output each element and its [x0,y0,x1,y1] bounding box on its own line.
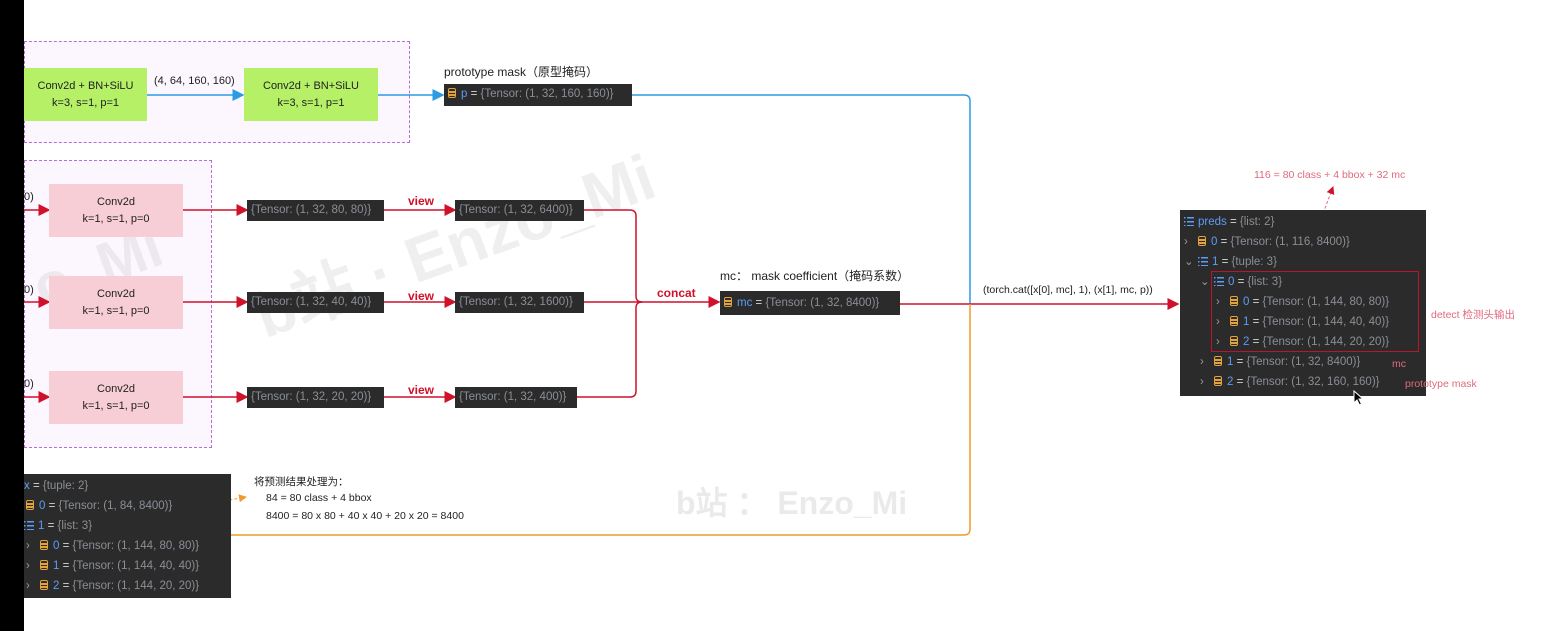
preds-row-1-0[interactable]: ⌄0 = {list: 3} [1184,272,1426,292]
conv2d-2-line2: k=1, s=1, p=0 [82,304,150,317]
conv2d-1-line1: Conv2d [97,195,135,208]
branch-tensor-2: {Tensor: (1, 32, 40, 40)} [247,292,384,313]
mc-var: mc [737,297,753,309]
pred-note-line2: 84 = 80 class + 4 bbox [266,492,372,504]
view-tensor-2: {Tensor: (1, 32, 1600)} [455,292,584,313]
conv2-line2: k=3, s=1, p=1 [277,96,345,109]
note-prototype-mask: prototype mask [1405,378,1477,390]
x-row-1-2[interactable]: ›2 = {Tensor: (1, 144, 20, 20)} [24,576,231,596]
pink-dashed-note-arrow [1315,186,1335,233]
x-row-1-0[interactable]: ›0 = {Tensor: (1, 144, 80, 80)} [24,536,231,556]
note-detect: detect 检测头输出 [1431,309,1516,321]
view-tensor-1: {Tensor: (1, 32, 6400)} [455,200,584,221]
chevron-right-icon: › [26,580,30,592]
pred-note-line3: 8400 = 80 x 80 + 40 x 40 + 20 x 20 = 840… [266,510,464,522]
p-var: p [461,88,468,100]
preds-row-1[interactable]: ⌄1 = {tuple: 3} [1184,252,1426,272]
conv1-line1: Conv2d + BN+SiLU [37,79,134,92]
conv-bn-silu-node-2: Conv2d + BN+SiLU k=3, s=1, p=1 [244,68,378,121]
mouse-cursor-icon [1353,390,1365,406]
detect-highlight-box [1211,271,1419,352]
conv1-line2: k=3, s=1, p=1 [52,96,119,109]
x-row-1[interactable]: 1 = {list: 3} [24,516,231,536]
mc-title: mc： mask coefficient（掩码系数） [720,269,910,283]
preds-debug-panel: preds = {list: 2} ›0 = {Tensor: (1, 116,… [1180,210,1426,396]
tensor-icon [1214,376,1222,386]
conv2d-1-line2: k=1, s=1, p=0 [82,212,150,225]
list-icon [1214,277,1224,286]
proto-shape-label: (4, 64, 160, 160) [154,75,235,87]
branch-tensor-3: {Tensor: (1, 32, 20, 20)} [247,387,384,408]
x-row[interactable]: x = {tuple: 2} [24,480,89,492]
note-116: 116 = 80 class + 4 bbox + 32 mc [1254,169,1406,181]
chevron-right-icon: › [1216,316,1220,328]
branch-input-fragment-3: 0) [24,378,34,390]
note-mc: mc [1392,358,1406,370]
x-row-0[interactable]: 0 = {Tensor: (1, 84, 8400)} [24,496,231,516]
left-black-bar [0,0,24,631]
torch-cat-expression: (torch.cat([x[0], mc], 1), (x[1], mc, p)… [983,284,1153,296]
chevron-right-icon: › [1184,236,1188,248]
orange-line-x-to-output [231,304,971,536]
pred-note-line1: 将预测结果处理为： [254,476,349,488]
p-value: {Tensor: (1, 32, 160, 160)} [480,88,614,100]
tensor-icon [40,560,48,570]
mc-tensor-panel: mc = {Tensor: (1, 32, 8400)} [720,291,900,315]
conv2d-3-line2: k=1, s=1, p=0 [82,399,150,412]
tensor-icon [26,500,34,510]
x-debug-panel: x = {tuple: 2} 0 = {Tensor: (1, 84, 8400… [24,474,231,598]
p-tensor-panel: p = {Tensor: (1, 32, 160, 160)} [444,84,632,106]
tensor-icon [40,580,48,590]
view-tensor-3: {Tensor: (1, 32, 400)} [455,387,577,408]
chevron-down-icon: ⌄ [1200,276,1210,288]
mc-value: {Tensor: (1, 32, 8400)} [765,297,880,309]
view-label-2: view [408,289,435,303]
tensor-icon [1198,236,1206,246]
chevron-right-icon: › [1216,296,1220,308]
tensor-icon [1214,356,1222,366]
tensor-icon [448,88,456,98]
red-merge-bottom [577,301,643,398]
list-icon [24,521,34,530]
conv2d-3-line1: Conv2d [97,382,135,395]
tensor-icon [1230,316,1238,326]
conv2d-node-3: Conv2d k=1, s=1, p=0 [49,371,183,424]
branch-input-fragment-1: 0) [24,191,34,203]
view-label-3: view [408,383,435,397]
preds-row-1-1[interactable]: ›1 = {Tensor: (1, 32, 8400)} [1184,352,1426,372]
chevron-right-icon: › [26,560,30,572]
chevron-right-icon: › [26,540,30,552]
blue-line-p-to-output [632,94,971,304]
conv-bn-silu-node-1: Conv2d + BN+SiLU k=3, s=1, p=1 [24,68,147,121]
preds-row-1-0-2[interactable]: ›2 = {Tensor: (1, 144, 20, 20)} [1184,332,1426,352]
tensor-icon [1230,336,1238,346]
x-row-1-1[interactable]: ›1 = {Tensor: (1, 144, 40, 40)} [24,556,231,576]
preds-row-1-2[interactable]: ›2 = {Tensor: (1, 32, 160, 160)} [1184,372,1426,392]
conv2d-node-1: Conv2d k=1, s=1, p=0 [49,184,183,237]
list-icon [1198,257,1208,266]
branch-tensor-1: {Tensor: (1, 32, 80, 80)} [247,200,384,221]
chevron-right-icon: › [1200,376,1204,388]
prototype-mask-title: prototype mask（原型掩码） [444,65,599,79]
conv2-line1: Conv2d + BN+SiLU [263,79,359,92]
list-icon [1184,217,1194,226]
chevron-down-icon: ⌄ [1184,256,1194,268]
red-merge-top [584,209,643,303]
chevron-right-icon: › [1216,336,1220,348]
chevron-right-icon: › [1200,356,1204,368]
concat-label: concat [657,286,696,300]
tensor-icon [40,540,48,550]
orange-dashed-note-arrow [189,494,247,508]
branch-input-fragment-2: 0) [24,284,34,296]
preds-row-0[interactable]: ›0 = {Tensor: (1, 116, 8400)} [1184,232,1426,252]
tensor-icon [724,297,732,307]
tensor-icon [1230,296,1238,306]
conv2d-2-line1: Conv2d [97,287,135,300]
conv2d-node-2: Conv2d k=1, s=1, p=0 [49,276,183,329]
view-label-1: view [408,194,435,208]
preds-row-1-0-1[interactable]: ›1 = {Tensor: (1, 144, 40, 40)} [1184,312,1426,332]
preds-row[interactable]: preds = {list: 2} [1184,212,1426,232]
preds-row-1-0-0[interactable]: ›0 = {Tensor: (1, 144, 80, 80)} [1184,292,1426,312]
